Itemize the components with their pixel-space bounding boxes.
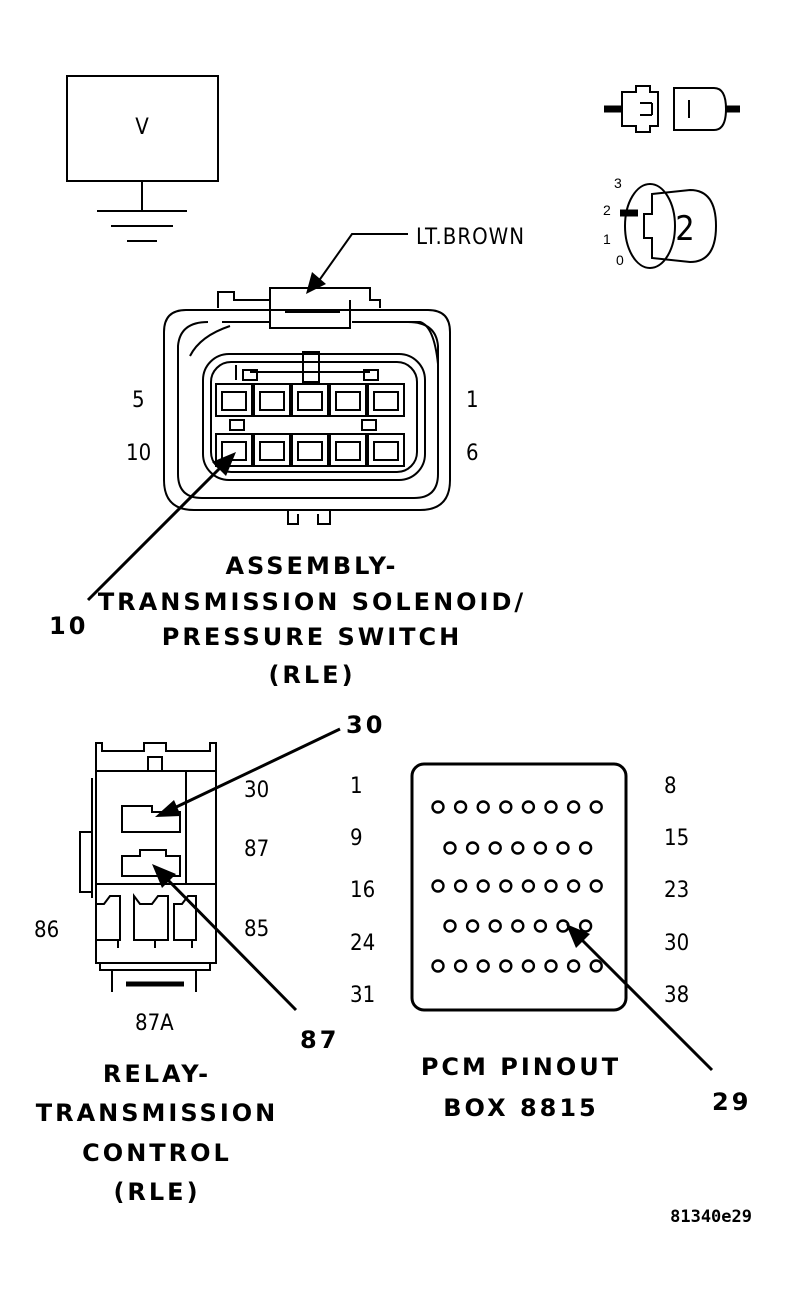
pcm-pin-38 (589, 959, 603, 973)
pcm-pin-23 (589, 879, 603, 893)
pcm-left-label-9: 9 (350, 826, 363, 851)
pcm-pinout-title: PCM PINOUT BOX 8815 (421, 1053, 621, 1122)
connector-row-bottom (215, 433, 405, 467)
relay-title: RELAY- TRANSMISSION CONTROL (RLE) (36, 1060, 279, 1206)
callout-arrow-30 (155, 727, 341, 817)
pcm-right-label-30: 30 (664, 931, 689, 956)
pcm-pin-21 (544, 879, 558, 893)
pcm-left-label-1: 1 (350, 774, 363, 799)
key-position-1: 1 (603, 231, 611, 247)
pcm-left-label-24: 24 (350, 931, 375, 956)
key-position-current: 2 (675, 209, 694, 249)
connector-pin-label-1: 1 (466, 388, 479, 413)
svg-text:TRANSMISSION SOLENOID/: TRANSMISSION SOLENOID/ (98, 588, 526, 616)
key-position-0: 0 (616, 252, 624, 268)
pcm-pin-36 (544, 959, 558, 973)
pcm-pin-11 (488, 841, 502, 855)
pcm-pin-24 (443, 919, 457, 933)
svg-text:RELAY-: RELAY- (103, 1060, 211, 1088)
pcm-pin-10 (465, 841, 480, 855)
callout-label-87: 87 (300, 1026, 339, 1054)
pcm-pin-16 (431, 879, 445, 893)
relay-terminal-87a: 87A (135, 1011, 174, 1036)
callout-arrow-29 (566, 924, 714, 1072)
pcm-pin-22 (566, 879, 581, 893)
figure-id: 81340e29 (670, 1207, 752, 1227)
relay-connector: 30 87 86 85 87A (34, 742, 269, 1036)
pcm-pin-28 (533, 919, 548, 933)
pcm-pin-20 (521, 879, 536, 893)
pcm-pin-35 (521, 959, 536, 973)
relay-terminal-85: 85 (244, 917, 269, 942)
pcm-right-label-8: 8 (664, 774, 677, 799)
relay-terminal-30: 30 (244, 778, 269, 803)
pcm-left-label-31: 31 (350, 983, 375, 1008)
wire-color-callout: LT.BROWN (306, 225, 525, 294)
key-position-3: 3 (614, 175, 622, 191)
pcm-pin-15 (578, 841, 593, 855)
pcm-right-label-38: 38 (664, 983, 689, 1008)
pcm-pin-12 (511, 841, 525, 855)
pcm-pin-9 (443, 841, 457, 855)
pcm-pinout-box: 1 9 16 24 31 8 15 23 30 38 (350, 762, 689, 1012)
pcm-pin-7 (566, 800, 581, 814)
pcm-pin-4 (499, 800, 513, 814)
pcm-pin-14 (556, 841, 570, 855)
svg-text:PRESSURE SWITCH: PRESSURE SWITCH (162, 623, 462, 651)
svg-text:BOX 8815: BOX 8815 (443, 1094, 599, 1122)
pcm-pin-6 (544, 800, 558, 814)
pcm-pin-grid (431, 800, 603, 973)
pcm-left-label-16: 16 (350, 878, 375, 903)
ignition-key-icon: 3 2 1 0 2 (603, 175, 718, 269)
pcm-pin-37 (566, 959, 581, 973)
pcm-pin-5 (521, 800, 536, 814)
solenoid-connector-title: ASSEMBLY- TRANSMISSION SOLENOID/ PRESSUR… (98, 552, 526, 689)
pcm-pin-31 (431, 959, 445, 973)
pcm-right-label-15: 15 (664, 826, 689, 851)
svg-text:PCM PINOUT: PCM PINOUT (421, 1053, 621, 1081)
svg-text:(RLE): (RLE) (113, 1178, 200, 1206)
pcm-pin-17 (453, 879, 468, 893)
callout-label-10: 10 (49, 612, 88, 640)
callout-label-29: 29 (712, 1088, 751, 1116)
pcm-pin-2 (453, 800, 468, 814)
callout-label-30: 30 (346, 711, 385, 739)
pcm-pin-13 (533, 841, 548, 855)
svg-text:ASSEMBLY-: ASSEMBLY- (225, 552, 398, 580)
pcm-pin-19 (499, 879, 513, 893)
pcm-pin-30 (578, 919, 593, 933)
pcm-pin-27 (511, 919, 525, 933)
key-position-2: 2 (603, 202, 611, 218)
pcm-pin-8 (589, 800, 603, 814)
connector-row-top (215, 383, 405, 417)
pcm-pin-33 (476, 959, 490, 973)
connector-plug-icon (604, 85, 740, 133)
svg-text:CONTROL: CONTROL (82, 1139, 232, 1167)
pcm-pin-34 (499, 959, 513, 973)
pcm-pin-3 (476, 800, 490, 814)
wire-color-label: LT.BROWN (416, 225, 525, 250)
connector-pin-label-6: 6 (466, 441, 479, 466)
svg-text:(RLE): (RLE) (268, 661, 355, 689)
solenoid-connector: 5 1 10 6 (126, 287, 479, 525)
svg-text:TRANSMISSION: TRANSMISSION (36, 1099, 279, 1127)
voltmeter: V (66, 75, 219, 242)
pcm-pin-32 (453, 959, 468, 973)
callout-arrow-87 (152, 864, 298, 1012)
callout-arrow-10 (86, 452, 236, 602)
pcm-pin-1 (431, 800, 445, 814)
ground-symbol-icon (97, 210, 187, 242)
pcm-pin-26 (488, 919, 502, 933)
voltmeter-label: V (135, 115, 149, 140)
connector-pin-label-5: 5 (132, 388, 145, 413)
connector-pin-label-10: 10 (126, 441, 151, 466)
pcm-pin-25 (465, 919, 480, 933)
pcm-pin-18 (476, 879, 490, 893)
relay-terminal-87: 87 (244, 837, 269, 862)
pcm-right-label-23: 23 (664, 878, 689, 903)
relay-terminal-86: 86 (34, 918, 59, 943)
